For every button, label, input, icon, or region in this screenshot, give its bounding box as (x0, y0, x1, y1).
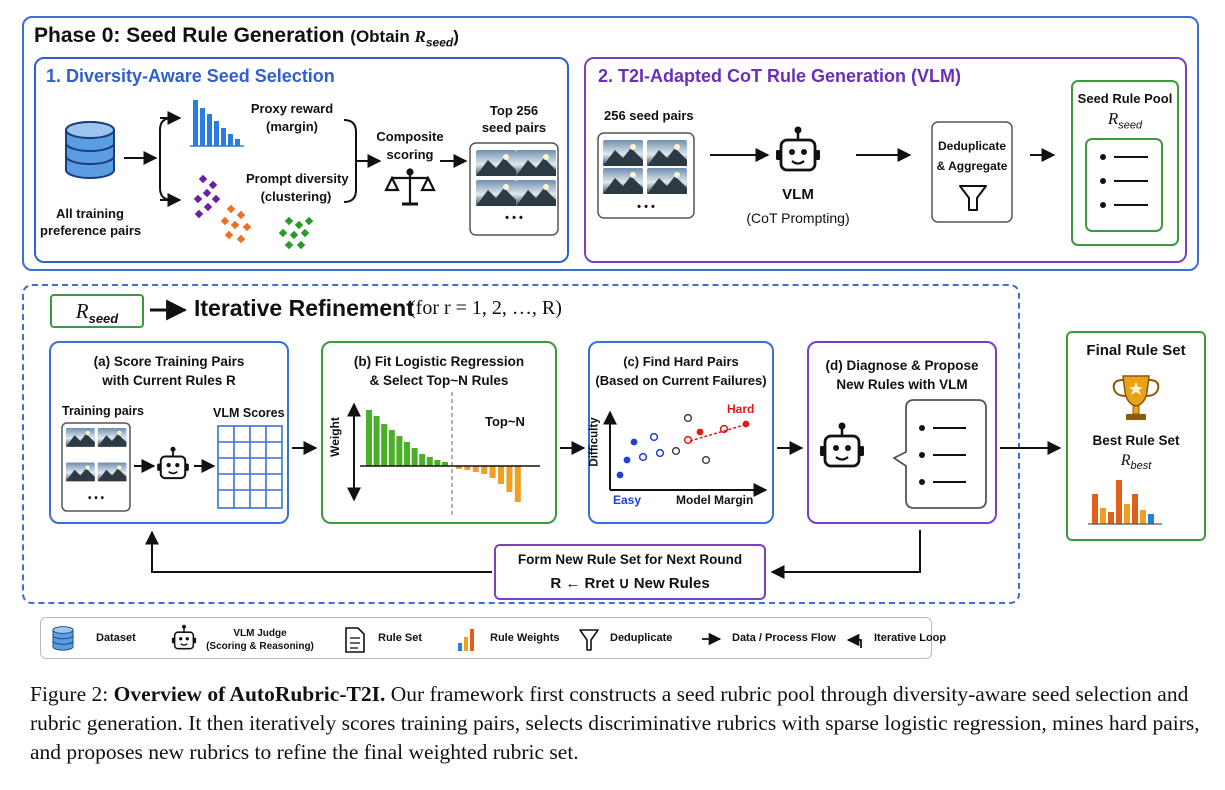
robot-icon (776, 127, 820, 171)
training-pairs-ellipsis: • • • (62, 493, 130, 504)
hard-label: Hard (727, 402, 754, 416)
weight-bar-negative (473, 466, 479, 472)
difficulty-scatter (617, 415, 750, 479)
legend-loop: Iterative Loop (874, 632, 946, 644)
weight-bar-negative (490, 466, 496, 478)
legend-vlm-judge: VLM Judge(Scoring & Reasoning) (205, 627, 315, 653)
best-bar (1148, 514, 1154, 524)
form-title: Form New Rule Set for Next Round (494, 552, 766, 567)
best-bar (1132, 494, 1138, 524)
database-icon (53, 627, 73, 651)
seed-pairs-label: 256 seed pairs (604, 108, 694, 123)
weight-bar-positive (389, 430, 395, 466)
weight-bar-positive (374, 416, 380, 466)
seed-pairs-ellipsis: • • • (598, 201, 694, 213)
database-icon (66, 122, 114, 178)
trophy-icon (1114, 376, 1159, 420)
vlm-scores-grid (218, 426, 282, 508)
final-title: Final Rule Set (1066, 342, 1206, 359)
difficulty-axis-label: Difficulty (589, 417, 601, 466)
legend-rule-weights: Rule Weights (490, 632, 559, 644)
weight-bar-positive (366, 410, 372, 466)
vlm-scores-label: VLM Scores (213, 406, 285, 420)
best-bar (1116, 480, 1122, 524)
vlm-label: VLM (748, 186, 848, 203)
seed-pool-symbol: Rseed (1072, 109, 1178, 131)
prompt-diversity-label: Prompt diversity(clustering) (246, 170, 346, 206)
weight-bar-positive (427, 457, 433, 466)
training-pairs-label: Training pairs (62, 404, 144, 418)
legend-deduplicate: Deduplicate (610, 632, 672, 644)
step-c-title: (c) Find Hard Pairs(Based on Current Fai… (588, 352, 774, 390)
proxy-reward-bars (190, 100, 244, 146)
loop-arrow-icon (848, 640, 861, 648)
robot-icon (157, 447, 189, 478)
best-bar (1140, 510, 1146, 524)
weight-bar-negative (481, 466, 487, 474)
weight-bar-positive (404, 442, 410, 466)
seed-pool-title: Seed Rule Pool (1072, 91, 1178, 106)
weight-bar-positive (381, 424, 387, 466)
robot-icon (172, 625, 196, 649)
weight-axis-label: Weight (328, 417, 342, 457)
seed-pool-list (1086, 139, 1162, 231)
weight-bar-positive (419, 454, 425, 466)
scale-icon (386, 170, 434, 205)
bar-chart-icon (458, 629, 474, 651)
weight-bar-negative (498, 466, 504, 484)
proxy-reward-label: Proxy reward(margin) (244, 100, 340, 136)
figure-caption: Figure 2: Overview of AutoRubric-T2I. Ou… (30, 680, 1210, 767)
speech-bubble-rules (894, 400, 986, 508)
best-bar (1108, 512, 1114, 524)
weight-bar-negative (506, 466, 512, 492)
best-bar (1092, 494, 1098, 524)
step-b-title: (b) Fit Logistic Regression& Select Top~… (321, 352, 557, 390)
weight-bar-positive (412, 448, 418, 466)
best-symbol: Rbest (1066, 452, 1206, 472)
legend-rule-set: Rule Set (378, 632, 422, 644)
top-pairs-ellipsis: • • • (470, 212, 558, 224)
best-bar (1100, 508, 1106, 524)
document-icon (346, 628, 364, 652)
best-bar (1124, 504, 1130, 524)
easy-label: Easy (613, 493, 641, 507)
robot-icon (820, 423, 864, 467)
funnel-icon (580, 630, 598, 650)
weight-bar-negative (515, 466, 521, 502)
cot-label: (CoT Prompting) (738, 210, 858, 226)
dedup-label: Deduplicate& Aggregate (932, 136, 1012, 176)
weight-bar-positive (396, 436, 402, 466)
weight-bar-positive (434, 460, 440, 466)
margin-axis-label: Model Margin (676, 493, 753, 507)
form-formula: R ← Rret ∪ New Rules (494, 574, 766, 592)
topn-label: Top~N (485, 414, 525, 429)
best-rule-bars (1092, 480, 1154, 524)
legend-dataset: Dataset (96, 632, 136, 644)
legend-flow: Data / Process Flow (732, 632, 836, 644)
best-label: Best Rule Set (1066, 433, 1206, 448)
